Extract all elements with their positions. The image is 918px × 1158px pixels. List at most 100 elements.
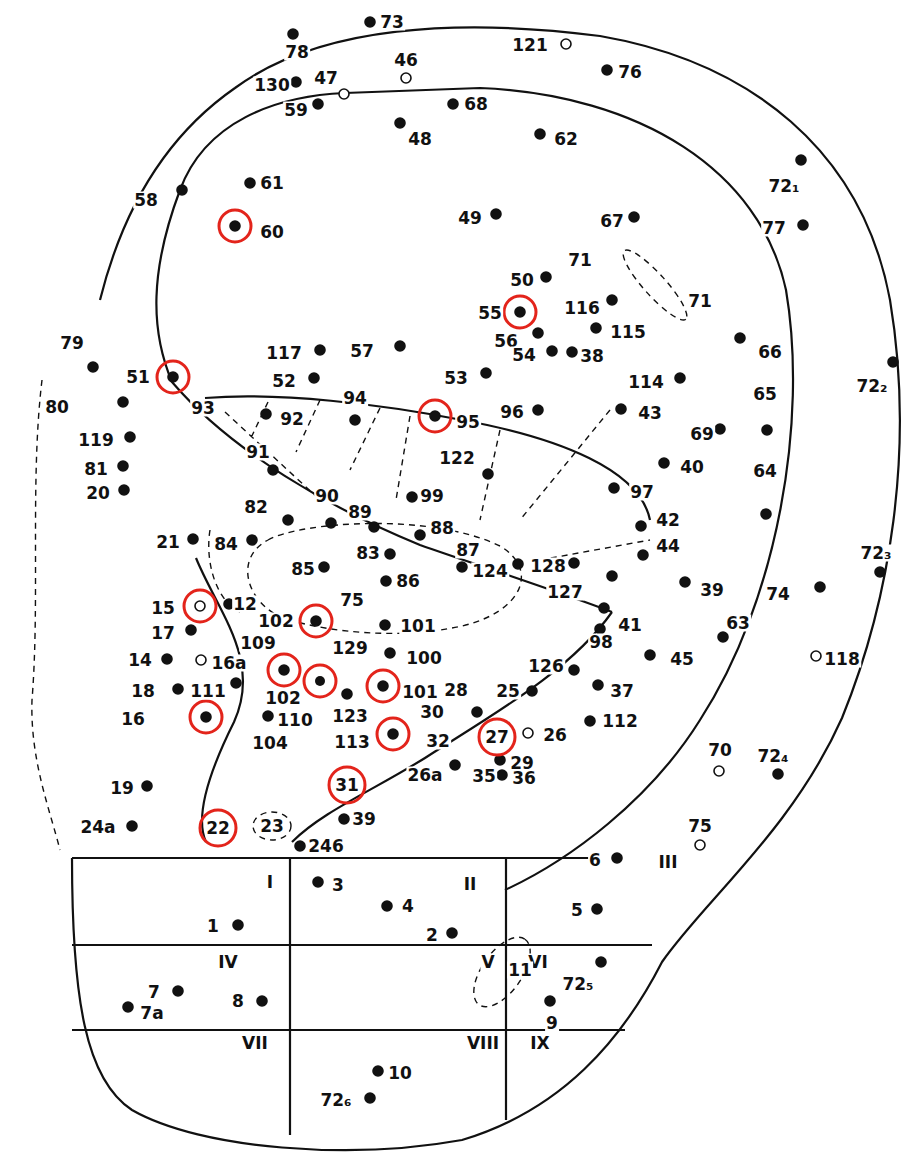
- point-dot: [315, 345, 325, 355]
- point-number: 73: [379, 14, 405, 31]
- point-number: 32: [425, 733, 451, 750]
- marked-ring: [219, 210, 251, 242]
- point-number: 71: [687, 293, 713, 310]
- point-number: 127: [546, 584, 584, 601]
- marked-ring: [157, 361, 189, 393]
- point-number: IV: [217, 954, 238, 971]
- point-number: V: [480, 954, 495, 971]
- point-dot: [515, 307, 525, 317]
- point-dot: [162, 654, 172, 664]
- point-number: 14: [127, 652, 153, 669]
- point-dot: [523, 728, 533, 738]
- point-dot: [888, 357, 898, 367]
- point-number: 115: [609, 324, 647, 341]
- marked-ring: [268, 654, 300, 686]
- point-dot: [541, 272, 551, 282]
- concha-edge: [292, 612, 612, 842]
- point-number: 21: [155, 534, 181, 551]
- point-number: 117: [265, 345, 303, 362]
- point-number: 113: [333, 734, 371, 751]
- point-number: I: [266, 874, 274, 891]
- point-dot: [263, 711, 273, 721]
- point-dot: [491, 209, 501, 219]
- marked-ring: [200, 810, 236, 846]
- point-number: 75: [339, 592, 365, 609]
- marked-ring: [479, 719, 515, 755]
- point-number: 69: [689, 426, 715, 443]
- point-dot: [592, 904, 602, 914]
- point-dot: [196, 655, 206, 665]
- point-dot: [547, 346, 557, 356]
- point-dot: [599, 603, 609, 613]
- point-number: 12: [232, 596, 258, 613]
- point-dot: [450, 760, 460, 770]
- helix-outer: [72, 27, 900, 1150]
- point-number: 114: [627, 374, 665, 391]
- point-dot: [448, 99, 458, 109]
- point-number: 62: [553, 131, 579, 148]
- point-number: 119: [77, 432, 115, 449]
- point-number: 83: [355, 545, 381, 562]
- point-dot: [545, 996, 555, 1006]
- point-dot: [430, 411, 440, 421]
- point-number: 63: [725, 615, 751, 632]
- point-number: 75: [687, 818, 713, 835]
- point-dot: [118, 397, 128, 407]
- point-dot: [645, 650, 655, 660]
- point-dot: [567, 347, 577, 357]
- point-dot: [811, 651, 821, 661]
- point-dot: [675, 373, 685, 383]
- point-number: 39: [351, 811, 377, 828]
- point-dot: [815, 582, 825, 592]
- point-number: 78: [284, 44, 310, 61]
- point-dot: [609, 483, 619, 493]
- cavum-dash: [248, 523, 522, 633]
- point-number: 111: [189, 683, 227, 700]
- point-number: VII: [241, 1035, 269, 1052]
- antihelix-edge: [156, 190, 612, 612]
- point-number: 46: [393, 52, 419, 69]
- point-number: 82: [243, 499, 269, 516]
- point-dot: [295, 841, 305, 851]
- point-dot: [123, 1002, 133, 1012]
- fossa-dash: [225, 400, 650, 560]
- point-dot: [527, 686, 537, 696]
- point-number: 67: [599, 213, 625, 230]
- point-number: 35: [471, 768, 497, 785]
- point-number: 52: [271, 373, 297, 390]
- point-number: 91: [245, 444, 271, 461]
- point-number: 99: [419, 488, 445, 505]
- point-dot: [326, 518, 336, 528]
- point-dot: [616, 404, 626, 414]
- point-dot: [714, 766, 724, 776]
- point-dot: [483, 469, 493, 479]
- point-number: 55: [477, 305, 503, 322]
- point-number: 118: [823, 651, 861, 668]
- point-number: 109: [239, 635, 277, 652]
- point-number: 19: [109, 780, 135, 797]
- point-number: 30: [419, 704, 445, 721]
- point-number: 16a: [210, 655, 247, 672]
- point-dot: [569, 558, 579, 568]
- marked-ring: [377, 718, 409, 750]
- point-number: 25: [495, 683, 521, 700]
- point-dot: [535, 129, 545, 139]
- point-dot: [279, 665, 289, 675]
- point-dot: [407, 492, 417, 502]
- point-number: 72₂: [855, 378, 888, 395]
- point-dot: [596, 957, 606, 967]
- point-dot: [365, 17, 375, 27]
- point-number: 39: [699, 582, 725, 599]
- point-number: 51: [125, 369, 151, 386]
- unlabeled-point: [304, 665, 336, 697]
- point-dot: [261, 409, 271, 419]
- point-dot: [612, 853, 622, 863]
- point-dot: [319, 562, 329, 572]
- point-dot: [311, 616, 321, 626]
- scapha-edge: [180, 88, 793, 890]
- point-number: 88: [429, 520, 455, 537]
- zone-oval: [463, 928, 542, 1016]
- point-dot: [401, 73, 411, 83]
- point-dot: [201, 712, 211, 722]
- point-number: 85: [290, 561, 316, 578]
